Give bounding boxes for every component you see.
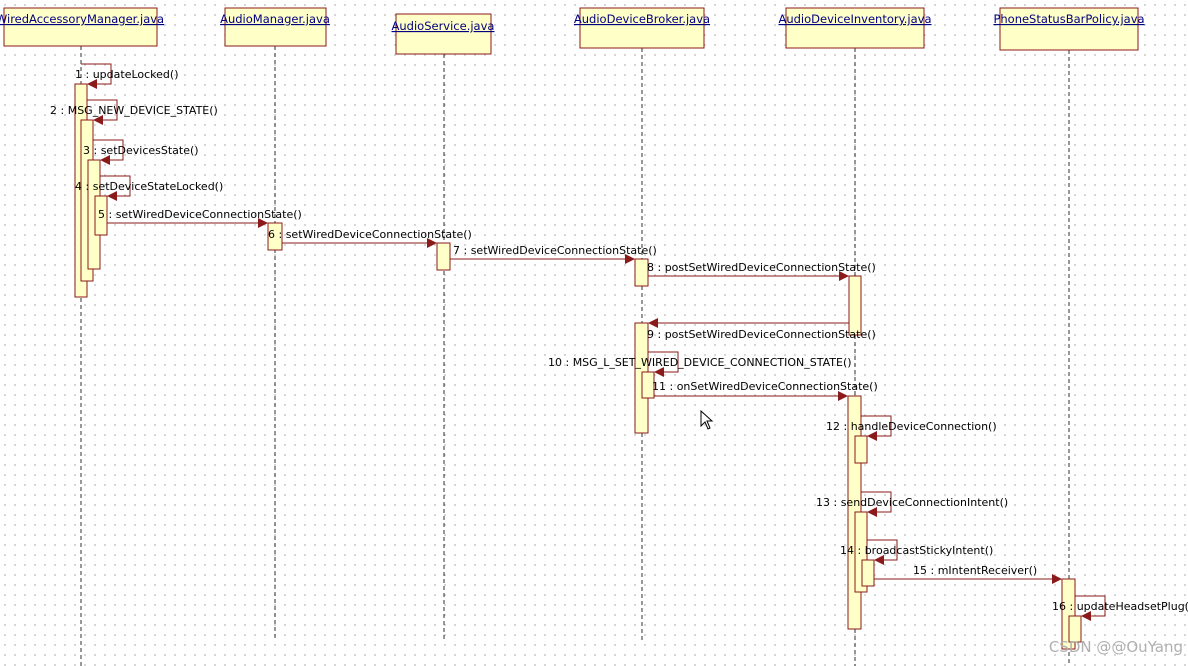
message-label: 9 : postSetWiredDeviceConnectionState() bbox=[647, 328, 876, 341]
message-10: 10 : MSG_L_SET_WIRED_DEVICE_CONNECTION_S… bbox=[548, 351, 852, 377]
object-label: PhoneStatusBarPolicy.java bbox=[993, 12, 1144, 26]
object-label: AudioDeviceInventory.java bbox=[778, 12, 931, 26]
message-label: 5 : setWiredDeviceConnectionState() bbox=[98, 208, 302, 221]
message-label: 2 : MSG_NEW_DEVICE_STATE() bbox=[50, 104, 218, 117]
object-policy[interactable]: PhoneStatusBarPolicy.java bbox=[993, 7, 1145, 51]
object-inventory[interactable]: AudioDeviceInventory.java bbox=[778, 7, 932, 49]
object-label: AudioService.java bbox=[392, 19, 495, 33]
message-16: 16 : updateHeadsetPlug() bbox=[1052, 595, 1188, 621]
message-label: 3 : setDevicesState() bbox=[83, 144, 199, 157]
message-label: 16 : updateHeadsetPlug() bbox=[1052, 600, 1188, 613]
activation-bar bbox=[267, 222, 283, 251]
message-9: 9 : postSetWiredDeviceConnectionState() bbox=[647, 318, 876, 341]
activation-bar bbox=[1068, 615, 1082, 643]
message-13: 13 : sendDeviceConnectionIntent() bbox=[816, 491, 1008, 517]
message-14: 14 : broadcastStickyIntent() bbox=[840, 539, 993, 565]
message-label: 4 : setDeviceStateLocked() bbox=[75, 180, 223, 193]
message-1: 1 : updateLocked() bbox=[75, 63, 178, 89]
watermark: CSDN @@OuYang bbox=[1049, 638, 1183, 656]
activation-bar bbox=[641, 371, 655, 399]
activation-bar bbox=[634, 258, 649, 287]
object-audiomgr[interactable]: AudioManager.java bbox=[220, 7, 330, 47]
object-audiosvc[interactable]: AudioService.java bbox=[392, 13, 495, 55]
message-7: 7 : setWiredDeviceConnectionState() bbox=[450, 244, 657, 264]
message-label: 10 : MSG_L_SET_WIRED_DEVICE_CONNECTION_S… bbox=[548, 356, 852, 369]
message-label: 11 : onSetWiredDeviceConnectionState() bbox=[652, 380, 878, 393]
message-label: 7 : setWiredDeviceConnectionState() bbox=[453, 244, 657, 257]
activation-bar bbox=[861, 559, 875, 587]
message-12: 12 : handleDeviceConnection() bbox=[826, 415, 997, 441]
message-label: 1 : updateLocked() bbox=[75, 68, 178, 81]
object-label: WiredAccessoryManager.java bbox=[0, 12, 164, 26]
message-3: 3 : setDevicesState() bbox=[83, 139, 199, 165]
message-2: 2 : MSG_NEW_DEVICE_STATE() bbox=[50, 99, 218, 125]
message-8: 8 : postSetWiredDeviceConnectionState() bbox=[647, 261, 876, 281]
message-6: 6 : setWiredDeviceConnectionState() bbox=[268, 228, 472, 248]
object-label: AudioDeviceBroker.java bbox=[574, 12, 710, 26]
message-4: 4 : setDeviceStateLocked() bbox=[75, 175, 223, 201]
activation-bar bbox=[436, 242, 451, 271]
message-label: 6 : setWiredDeviceConnectionState() bbox=[268, 228, 472, 241]
message-15: 15 : mIntentReceiver() bbox=[874, 564, 1062, 584]
message-label: 13 : sendDeviceConnectionIntent() bbox=[816, 496, 1008, 509]
activation-bar bbox=[848, 275, 862, 336]
message-label: 14 : broadcastStickyIntent() bbox=[840, 544, 993, 557]
object-broker[interactable]: AudioDeviceBroker.java bbox=[574, 7, 710, 49]
message-label: 12 : handleDeviceConnection() bbox=[826, 420, 997, 433]
object-label: AudioManager.java bbox=[220, 12, 330, 26]
object-wired[interactable]: WiredAccessoryManager.java bbox=[0, 7, 164, 47]
mouse-cursor-icon bbox=[700, 409, 714, 430]
message-label: 8 : postSetWiredDeviceConnectionState() bbox=[647, 261, 876, 274]
activation-bar bbox=[854, 435, 868, 464]
message-5: 5 : setWiredDeviceConnectionState() bbox=[98, 208, 302, 228]
message-label: 15 : mIntentReceiver() bbox=[913, 564, 1037, 577]
message-11: 11 : onSetWiredDeviceConnectionState() bbox=[652, 380, 878, 401]
activation-bar bbox=[94, 195, 108, 236]
